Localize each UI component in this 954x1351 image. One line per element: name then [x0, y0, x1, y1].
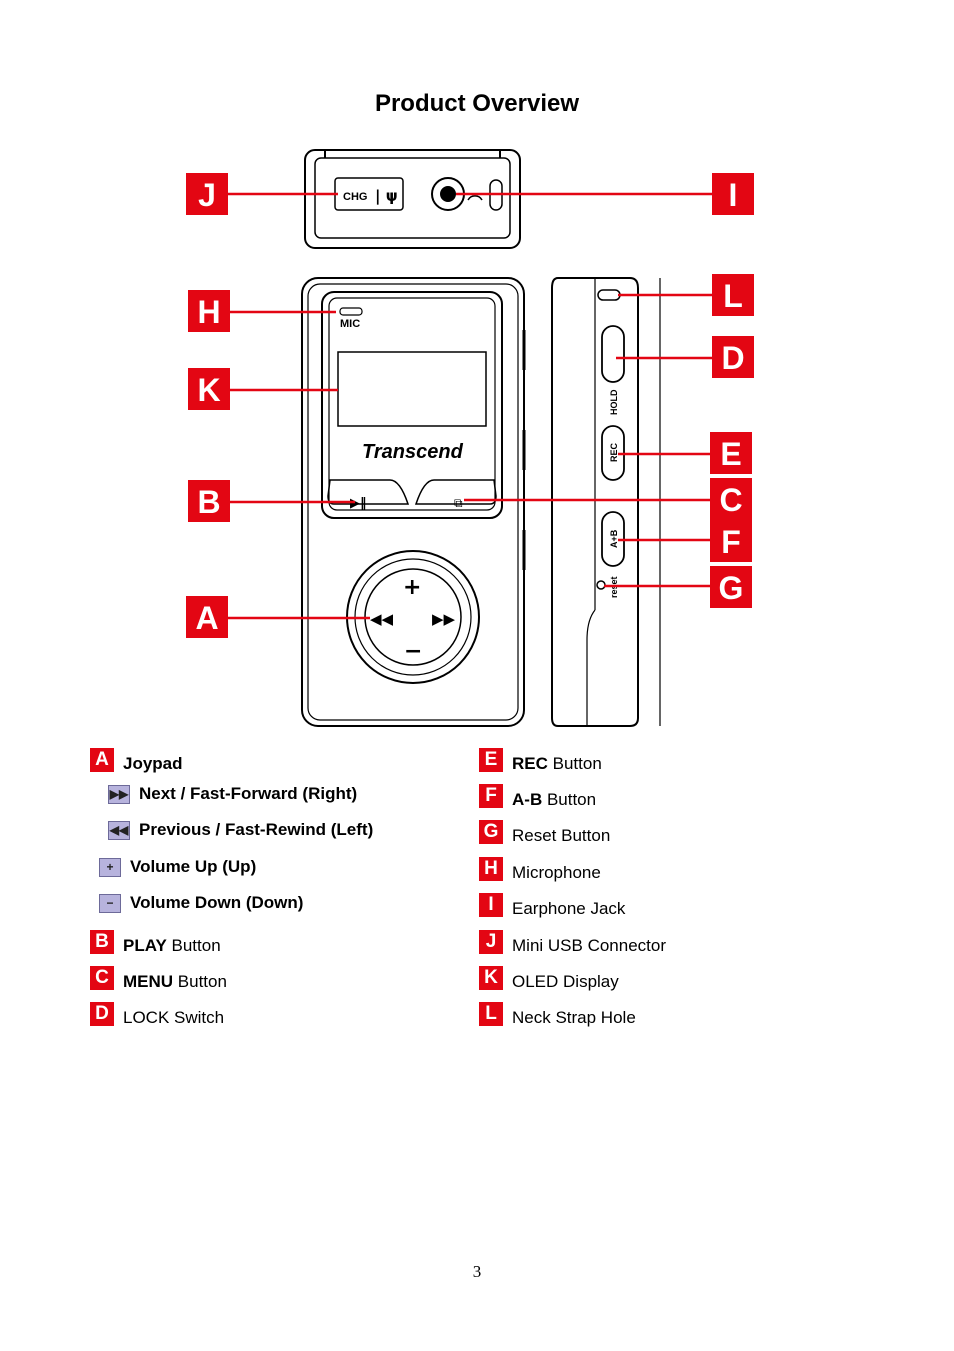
svg-text:L: L: [723, 278, 743, 314]
minus-icon: −: [99, 893, 121, 913]
svg-text:E: E: [720, 436, 741, 472]
svg-text:F: F: [721, 524, 741, 560]
legend-item-k: K OLED Display: [479, 966, 619, 994]
badge-c: C: [90, 966, 114, 990]
legend-item-g: G Reset Button: [479, 820, 611, 848]
callout-K: K: [188, 368, 230, 410]
legend-label-rest: Button: [542, 790, 597, 809]
badge-j: J: [479, 930, 503, 954]
rewind-icon: ◀◀: [370, 610, 394, 628]
callout-J: J: [186, 173, 228, 215]
legend-item-previous: ◀◀ Previous / Fast-Rewind (Left): [108, 820, 373, 840]
menu-icon: ⧉: [454, 496, 463, 510]
badge-e: E: [479, 748, 503, 772]
play-pause-icon: ▶‖: [350, 496, 367, 511]
callout-I: I: [712, 173, 754, 215]
next-icon: ▶▶: [108, 784, 130, 804]
rec-label: REC: [609, 442, 619, 462]
legend-label-bold: MENU: [123, 972, 174, 991]
front-view: [301, 277, 526, 727]
svg-text:I: I: [729, 177, 738, 213]
legend-label: Volume Up (Up): [130, 857, 257, 876]
legend-label: Next / Fast-Forward (Right): [139, 784, 358, 803]
badge-f: F: [479, 784, 503, 808]
legend-label-rest: Button: [547, 754, 602, 773]
badge-k: K: [479, 966, 503, 990]
legend-item-a: A Joypad: [90, 748, 183, 776]
svg-text:D: D: [721, 340, 744, 376]
badge-d: D: [90, 1002, 114, 1026]
forward-icon: ▶▶: [432, 610, 456, 628]
brand-logo: Transcend: [362, 441, 464, 463]
usb-icon: | ψ: [375, 187, 398, 206]
legend-item-e: E REC Button: [479, 748, 602, 776]
badge-h: H: [479, 857, 503, 881]
legend-item-j: J Mini USB Connector: [479, 930, 667, 958]
callout-B: B: [188, 480, 230, 522]
legend-label-bold: REC: [512, 754, 548, 773]
legend-label-rest: Button: [166, 936, 221, 955]
legend-label-rest: Mini USB Connector: [512, 936, 667, 955]
badge-i: I: [479, 893, 503, 917]
legend-item-next: ▶▶ Next / Fast-Forward (Right): [108, 784, 357, 804]
legend-item-i: I Earphone Jack: [479, 893, 626, 921]
ab-label: A+B: [609, 529, 619, 548]
legend-label-rest: Button: [173, 972, 227, 991]
legend-item-b: B PLAY Button: [90, 930, 221, 958]
badge-a: A: [90, 748, 114, 772]
callout-G: G: [710, 566, 752, 608]
legend-item-volume-up: + Volume Up (Up): [99, 857, 256, 877]
legend-label: Previous / Fast-Rewind (Left): [139, 820, 374, 839]
svg-text:H: H: [197, 294, 220, 330]
legend-label-bold: PLAY: [123, 936, 167, 955]
legend-label-rest: Neck Strap Hole: [512, 1008, 636, 1027]
legend-item-volume-down: − Volume Down (Down): [99, 893, 303, 913]
legend-item-h: H Microphone: [479, 857, 601, 885]
legend-item-d: D LOCK Switch: [90, 1002, 225, 1030]
legend-item-f: F A-B Button: [479, 784, 597, 812]
legend-label: Volume Down (Down): [130, 893, 304, 912]
callout-D: D: [712, 336, 754, 378]
legend-item-l: L Neck Strap Hole: [479, 1002, 636, 1030]
svg-text:J: J: [198, 177, 216, 213]
previous-icon: ◀◀: [108, 820, 130, 840]
legend-label-rest: OLED Display: [512, 972, 619, 991]
callout-F: F: [710, 520, 752, 562]
plus-icon: +: [99, 857, 121, 877]
chg-label: CHG: [343, 191, 367, 203]
legend-label-rest: Reset Button: [512, 826, 611, 845]
callout-E: E: [710, 432, 752, 474]
callout-lines: [228, 192, 715, 620]
top-view: [304, 149, 521, 249]
svg-text:K: K: [197, 372, 220, 408]
legend-label-rest: LOCK Switch: [123, 1008, 225, 1027]
badge-l: L: [479, 1002, 503, 1026]
product-diagram: CHG | ψ MIC Transcend ▶‖ ⧉ + − ◀◀ ▶▶ HOL…: [186, 149, 754, 727]
legend-label-bold: A-B: [512, 790, 543, 809]
callout-H: H: [188, 290, 230, 332]
callout-C: C: [710, 478, 752, 520]
callout-A: A: [186, 596, 228, 638]
legend-item-c: C MENU Button: [90, 966, 227, 994]
svg-text:B: B: [197, 484, 220, 520]
svg-text:G: G: [719, 570, 744, 606]
callout-L: L: [712, 274, 754, 316]
volume-up-icon: +: [403, 575, 421, 600]
svg-text:C: C: [719, 482, 742, 518]
volume-down-icon: −: [404, 639, 422, 664]
hold-label: HOLD: [609, 389, 619, 415]
side-view: [551, 277, 661, 727]
legend-label-rest: Earphone Jack: [512, 899, 626, 918]
badge-b: B: [90, 930, 114, 954]
badge-g: G: [479, 820, 503, 844]
page-title: Product Overview: [374, 90, 580, 117]
page-number: 3: [472, 1262, 482, 1281]
mic-label: MIC: [340, 318, 360, 330]
legend-label-rest: Microphone: [512, 863, 601, 882]
legend-label: Joypad: [123, 754, 183, 773]
svg-text:A: A: [195, 600, 218, 636]
